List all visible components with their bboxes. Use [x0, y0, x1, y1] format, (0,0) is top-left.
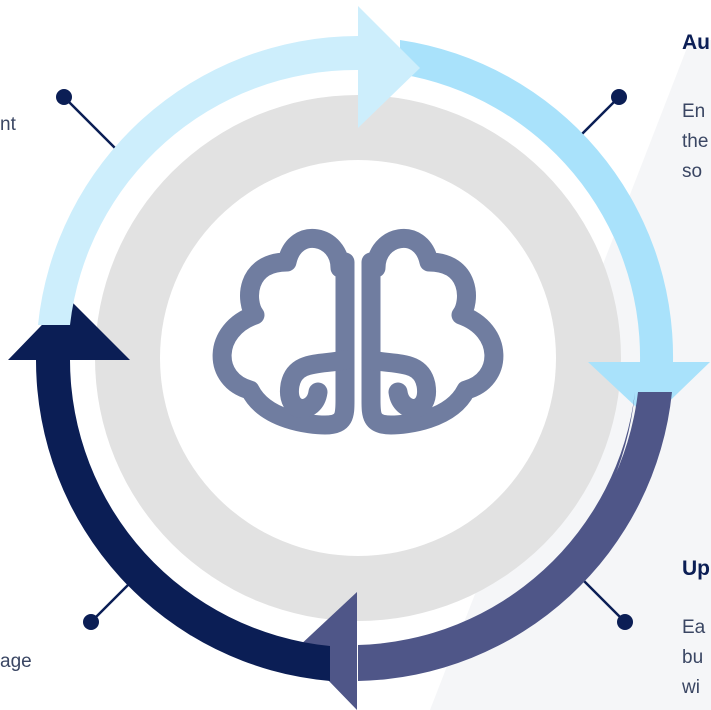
- arrow-bottom-right-body: [358, 392, 672, 681]
- left-bottom-text-fragment: age: [0, 651, 32, 672]
- left-top-text-fragment: nt: [0, 114, 16, 135]
- block-bottom-right-line-3: wi: [682, 677, 700, 698]
- arrow-top-right: [400, 40, 674, 362]
- arrowhead-top-right: [588, 362, 710, 420]
- block-top-right-line-1: En: [682, 101, 706, 122]
- block-top-right-line-2: the: [682, 131, 709, 152]
- arrowhead-bottom-left: [8, 298, 130, 360]
- center-disc: [160, 160, 556, 556]
- block-top-right-line-3: so: [682, 161, 703, 182]
- brain-icon: [212, 228, 504, 435]
- block-bottom-right-line-1: Ea: [682, 617, 706, 638]
- arrow-top-left: [38, 36, 358, 325]
- arrowhead-top-left: [358, 6, 420, 128]
- arrow-bottom-left: [35, 360, 331, 681]
- block-bottom-right-title: Up: [682, 557, 710, 580]
- block-top-right-title: Au: [682, 31, 710, 54]
- connector-top-left: [56, 89, 117, 150]
- block-bottom-right-line-2: bu: [682, 647, 704, 668]
